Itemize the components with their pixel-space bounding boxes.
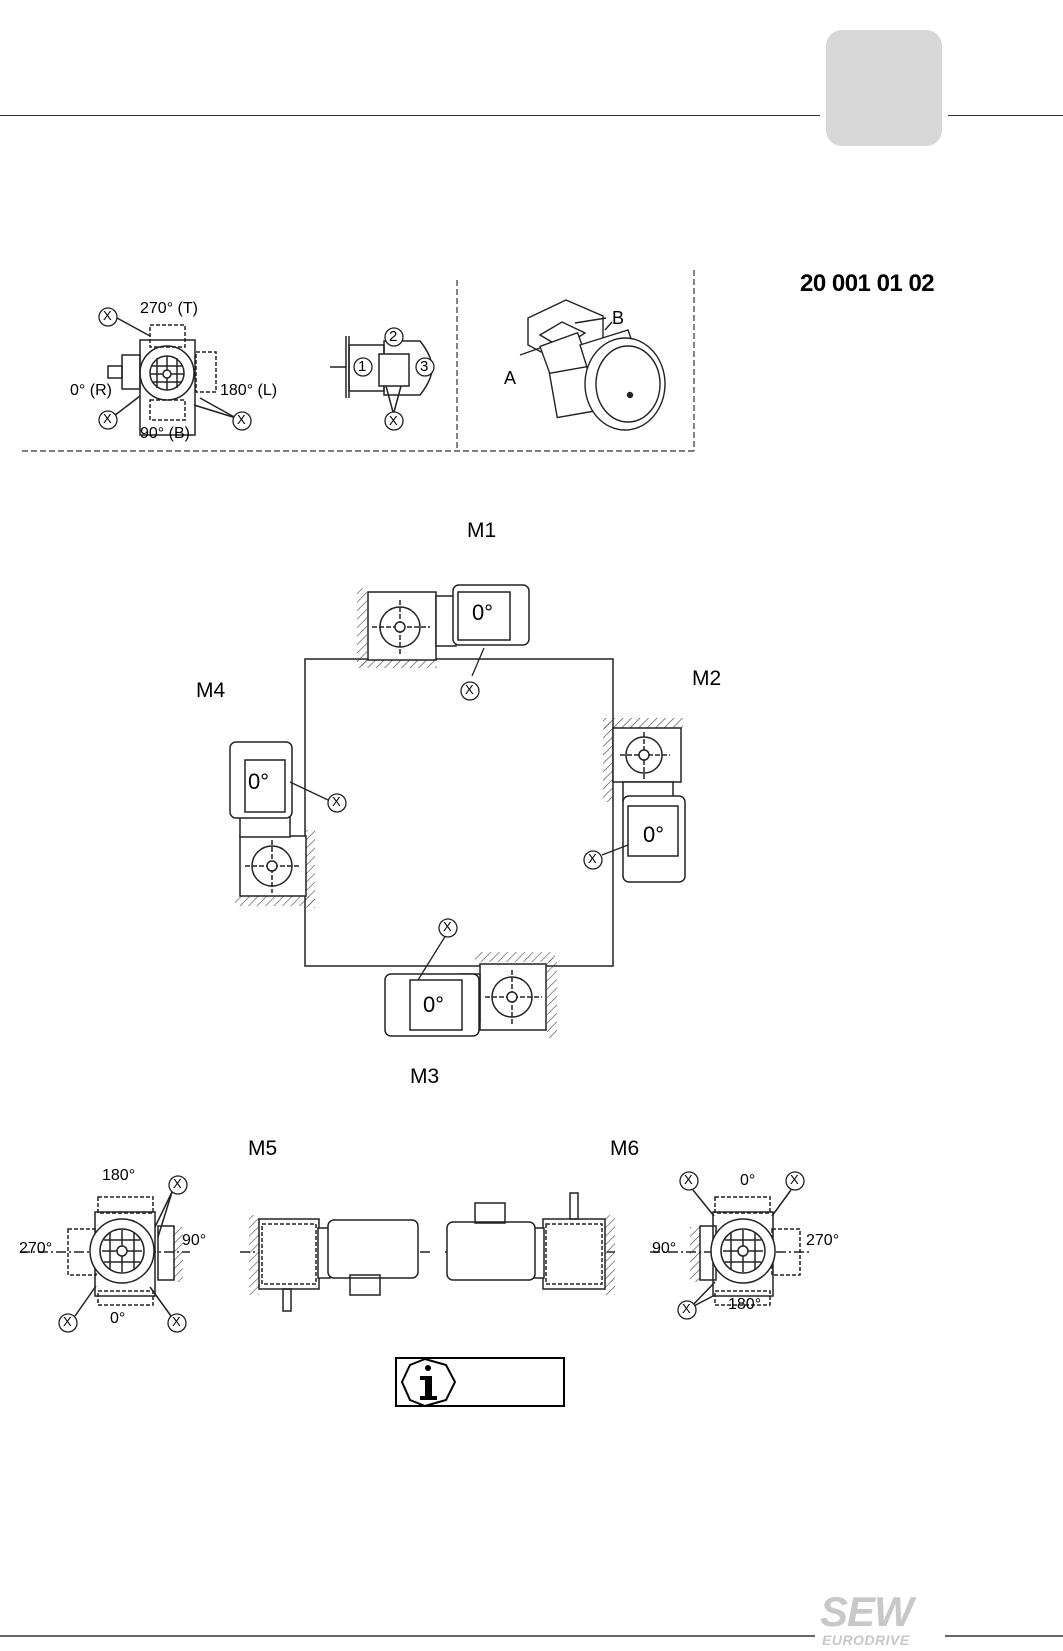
x-mark-m3 xyxy=(438,918,458,938)
entry-number-2: 2 xyxy=(389,328,398,345)
header-rule-left xyxy=(0,115,820,116)
mounting-label-m1: M1 xyxy=(467,519,497,542)
m5-label-right: 90° xyxy=(182,1232,207,1249)
mounting-label-m6: M6 xyxy=(610,1137,640,1160)
label-180-l: 180° (L) xyxy=(220,382,278,399)
mounting-label-m5: M5 xyxy=(248,1137,278,1160)
m2-x-label: X xyxy=(588,851,597,866)
m4-motor-angle: 0° xyxy=(248,769,270,794)
m6-label-bottom: 180° xyxy=(728,1296,762,1313)
entry-number-circles xyxy=(353,327,435,431)
m1-x-label: X xyxy=(465,682,474,697)
side-label-a: A xyxy=(504,368,517,388)
label-270-t: 270° (T) xyxy=(140,300,198,317)
x-mark-m4 xyxy=(327,793,347,813)
m1-gearmotor xyxy=(357,584,530,668)
label-0-r: 0° (R) xyxy=(70,382,112,399)
legend-x-mark-3: X xyxy=(237,412,246,427)
m5-x-label-3: X xyxy=(172,1314,181,1329)
x-marks-m5 xyxy=(58,1175,188,1333)
entry-number-1: 1 xyxy=(358,358,367,375)
m5-x-label-2: X xyxy=(63,1314,72,1329)
m3-x-label: X xyxy=(443,919,452,934)
m2-gearmotor xyxy=(603,718,686,883)
x-mark-m1 xyxy=(460,681,480,701)
m1-motor-angle: 0° xyxy=(472,600,494,625)
gearmotor-3d-illustration xyxy=(519,299,666,431)
m2-motor-angle: 0° xyxy=(643,822,665,847)
terminal-box-positions-drawing xyxy=(107,317,237,436)
m6-label-right: 270° xyxy=(806,1232,840,1249)
x-marks-m6 xyxy=(677,1171,805,1320)
entry-x-mark: X xyxy=(389,413,398,428)
m6-end-view xyxy=(650,1189,810,1309)
m3-motor-angle: 0° xyxy=(423,992,445,1017)
m6-label-left: 90° xyxy=(652,1240,677,1257)
x-marks-legend xyxy=(98,307,252,431)
document-number: 20 001 01 02 xyxy=(800,270,935,297)
m5-end-view xyxy=(20,1191,190,1317)
m6-x-label-1: X xyxy=(684,1172,693,1187)
info-box xyxy=(395,1357,565,1407)
header-rule-right xyxy=(948,115,1063,116)
logo-main-text: SEW xyxy=(820,1588,914,1635)
m5-x-label-1: X xyxy=(173,1176,182,1191)
mounting-label-m4: M4 xyxy=(196,679,226,702)
m6-side-view xyxy=(445,1192,615,1295)
m5-side-view xyxy=(240,1215,430,1312)
side-label-b: B xyxy=(612,308,625,328)
m4-gearmotor xyxy=(229,741,315,908)
logo-sub-text: EURODRIVE xyxy=(822,1632,910,1648)
mounting-label-m2: M2 xyxy=(692,667,722,690)
m3-gearmotor xyxy=(384,952,557,1038)
m6-x-label-3: X xyxy=(682,1301,691,1316)
legend-x-mark-2: X xyxy=(103,411,112,426)
x-mark-m2 xyxy=(583,850,603,870)
m6-label-top: 0° xyxy=(740,1172,756,1189)
m5-label-top: 180° xyxy=(102,1167,136,1184)
entry-number-3: 3 xyxy=(420,358,429,375)
legend-frame xyxy=(22,270,695,452)
chapter-tab xyxy=(826,30,942,146)
m5-label-bottom: 0° xyxy=(110,1310,126,1327)
m4-x-label: X xyxy=(332,794,341,809)
terminal-box-entry-drawing xyxy=(330,336,433,413)
m5-label-left: 270° xyxy=(19,1240,53,1257)
legend-x-mark-1: X xyxy=(103,308,112,323)
mounting-label-m3: M3 xyxy=(410,1065,440,1088)
label-90-b: 90° (B) xyxy=(140,425,190,442)
sew-eurodrive-logo: SEW EURODRIVE xyxy=(820,1588,940,1648)
mounting-square xyxy=(304,658,614,967)
m6-x-label-2: X xyxy=(790,1172,799,1187)
